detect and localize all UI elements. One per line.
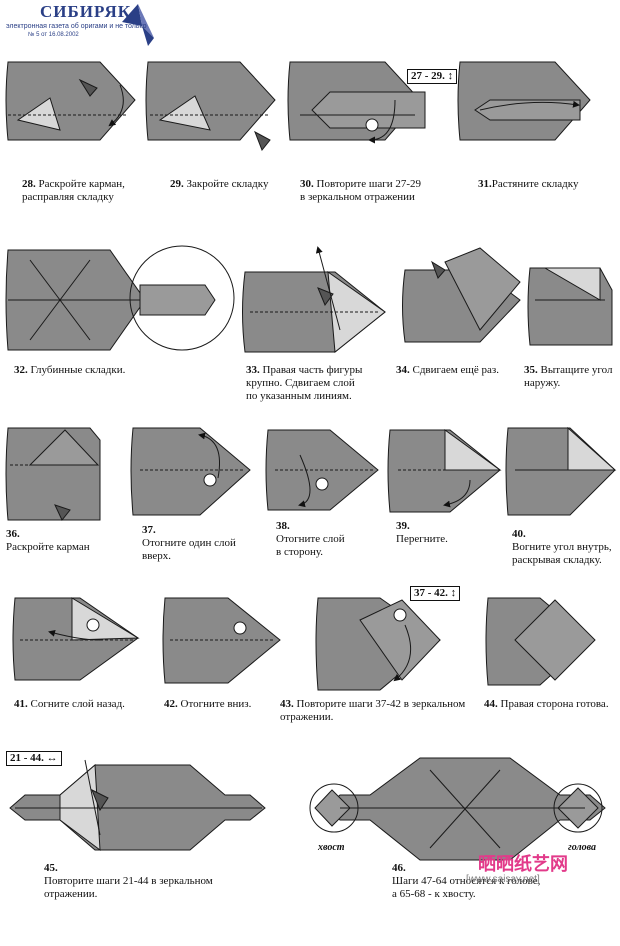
step-40-diagram [505,426,617,516]
step-34-diagram [402,247,521,343]
magazine-header: СИБИРЯК электронная газета об оригами и … [0,0,220,52]
head-label: голова [568,842,596,853]
step-44-caption: 44. Правая сторона готова. [484,698,609,710]
step-40-caption: 40.Вогните угол внутрь,раскрывая складку… [512,528,612,566]
watermark-url: [www.saisay.net] [466,874,540,885]
watermark-logo: 晒晒纸艺网 [478,854,568,875]
step-38-diagram [265,429,379,511]
step-28-caption: 28. Раскройте карман,расправляя складку [22,178,125,203]
step-37-diagram [130,427,251,516]
repeat-badge-37-42: 37 - 42. ↕ [410,586,461,601]
step-30-diagram [287,61,426,144]
step-39-caption: 39.Перегните. [396,520,448,545]
crane-logo-icon [122,4,154,46]
step-36-caption: 36.Раскройте карман [6,528,90,553]
step-32-caption: 32. Глубинные складки. [14,364,126,376]
step-28-diagram [5,61,136,141]
brand-title: СИБИРЯК [40,2,132,21]
step-33-diagram [242,246,386,353]
step-29-diagram [145,61,276,151]
step-34-caption: 34. Сдвигаем ещё раз. [396,364,499,376]
step-42-diagram [162,597,281,684]
issue-number: № 5 от 16.08.2002 [28,32,79,38]
step-39-diagram [387,429,502,513]
step-43-diagram [315,597,441,691]
step-44-diagram [485,597,596,686]
step-46-caption: 46.Шаги 47-64 относятся к голове,а 65-68… [392,862,541,900]
step-31-diagram [457,61,591,141]
step-31-caption: 31.Растяните складку [478,178,579,190]
tail-label: хвост [318,842,345,853]
brand-subtitle: электронная газета об оригами и не тольк… [6,23,147,30]
repeat-badge-27-29: 27 - 29. ↕ [407,69,458,84]
step-41-diagram [12,597,140,681]
step-29-caption: 29. Закройте складку [170,178,269,190]
step-36-diagram [5,427,101,521]
step-46-diagram [309,757,606,861]
step-35-diagram [527,267,613,346]
step-41-caption: 41. Согните слой назад. [14,698,125,710]
step-42-caption: 42. Отогните вниз. [164,698,252,710]
step-45-diagram [9,759,266,852]
step-32-diagram [5,245,235,351]
repeat-badge-21-44: 21 - 44. ↔ [6,751,62,766]
